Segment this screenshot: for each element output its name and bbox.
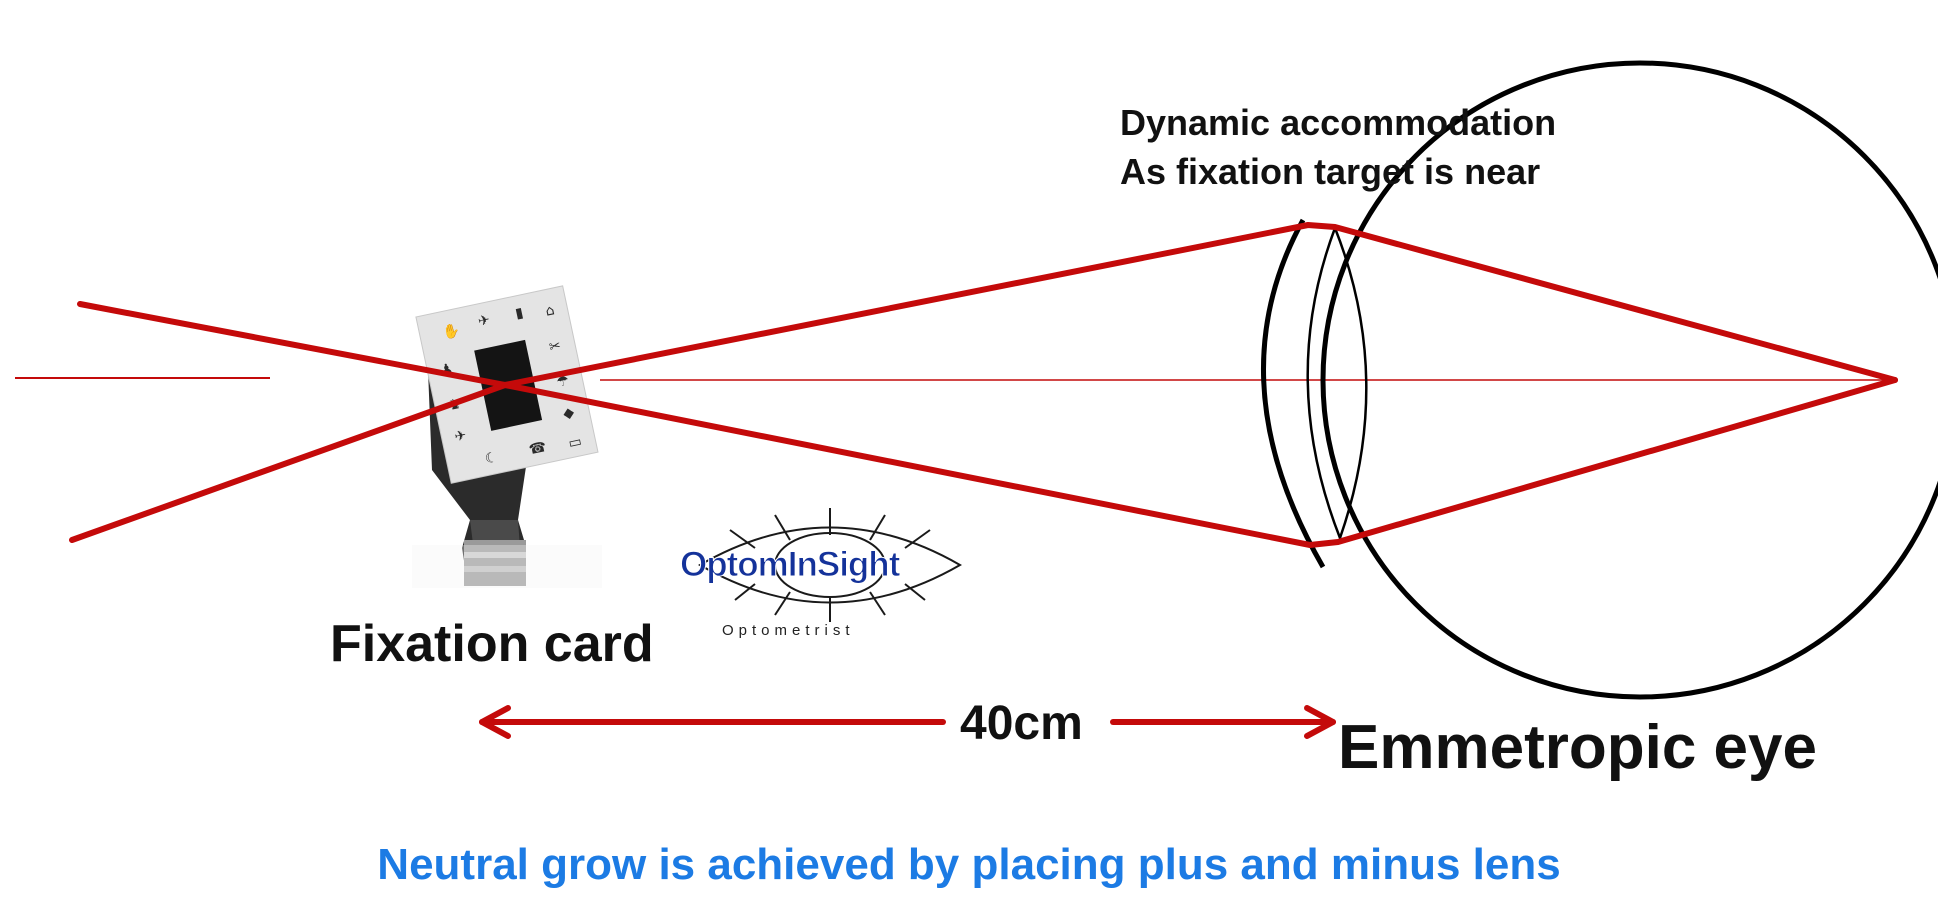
plane-icon: ✈ [453, 427, 468, 445]
logo-name: OptomInSight [679, 545, 900, 585]
arrow-head-right [1304, 705, 1336, 739]
footer-caption: Neutral grow is achieved by placing plus… [377, 840, 1561, 889]
house-icon: ⌂ [544, 302, 556, 319]
hand-icon: ✋ [441, 321, 462, 341]
key-icon: ✂ [548, 338, 563, 356]
distance-label: 40cm [960, 697, 1083, 750]
eyeball-outline [1320, 60, 1938, 700]
cornea-outline [1260, 218, 1326, 569]
moon-icon: ☾ [483, 449, 499, 467]
ray-upper [69, 222, 1898, 543]
umbrella-icon: ☂ [555, 373, 571, 391]
annotation-line-2: As fixation target is near [1120, 151, 1541, 192]
bird-icon: ✈ [477, 312, 492, 330]
emmetropic-eye [1260, 60, 1938, 700]
fixation-card-device: ✋ ✈ ▮ ⌂ ♟ ✂ ♞ ☂ ✈ ◆ ☾ ☎ ▭ [412, 285, 602, 588]
fish-icon: ◆ [562, 404, 576, 422]
lens-outline [1306, 224, 1368, 542]
bottle-icon: ▮ [514, 305, 525, 322]
distance-arrow [479, 705, 1336, 739]
eye-label: Emmetropic eye [1338, 713, 1817, 782]
car-icon: ▭ [567, 433, 583, 451]
logo-graphic [697, 508, 963, 622]
arrow-head-left [479, 705, 511, 739]
annotation-line-1: Dynamic accommodation [1120, 102, 1557, 143]
logo-subtitle: Optometrist [722, 622, 855, 639]
fixation-card-label: Fixation card [330, 615, 654, 673]
ray-lower [77, 301, 1898, 548]
phone-icon: ☎ [527, 439, 547, 458]
optical-axis [15, 377, 1895, 381]
light-rays [69, 222, 1898, 548]
